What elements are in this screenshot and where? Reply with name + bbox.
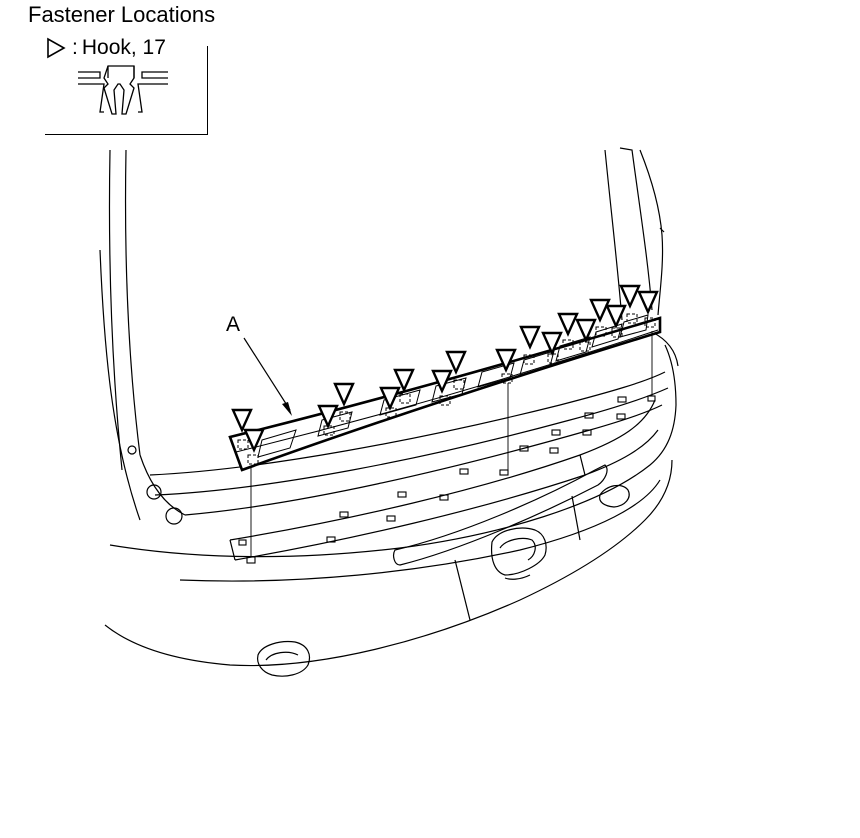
hook-marker-icon [519, 325, 541, 350]
hook-marker-icon [333, 382, 355, 407]
hook-marker-icon [495, 348, 517, 373]
hook-marker-icon [317, 404, 339, 429]
legend-colon: : [72, 36, 78, 59]
callout-a-label: A [226, 313, 240, 336]
hook-marker-icon [557, 312, 579, 337]
alignment-lines [250, 331, 653, 557]
legend-entry-hook: : Hook, 17 [46, 35, 166, 61]
hook-marker-icon [619, 284, 641, 309]
hook-marker-icon [445, 350, 467, 375]
hook-marker-icon [541, 331, 563, 356]
hook-clip-icon [78, 65, 168, 115]
hook-marker-icon [243, 428, 265, 453]
hook-marker-icon [231, 408, 253, 433]
hook-marker-icon [605, 304, 627, 329]
hook-marker-icon [379, 386, 401, 411]
body-clip-holes [238, 395, 656, 564]
legend-label: Hook, 17 [81, 36, 166, 59]
callout-a: A [226, 313, 292, 416]
hook-triangle-icon [47, 37, 66, 59]
hook-marker-icon [393, 368, 415, 393]
tailgate-garnish-a [228, 313, 662, 472]
legend-box [45, 46, 208, 135]
page-title: Fastener Locations [28, 2, 216, 27]
hook-marker-icon [637, 290, 659, 315]
hook-marker-icon [431, 369, 453, 394]
hook-marker-icon [589, 298, 611, 323]
hook-marker-icon [575, 318, 597, 343]
hook-markers [231, 284, 659, 453]
